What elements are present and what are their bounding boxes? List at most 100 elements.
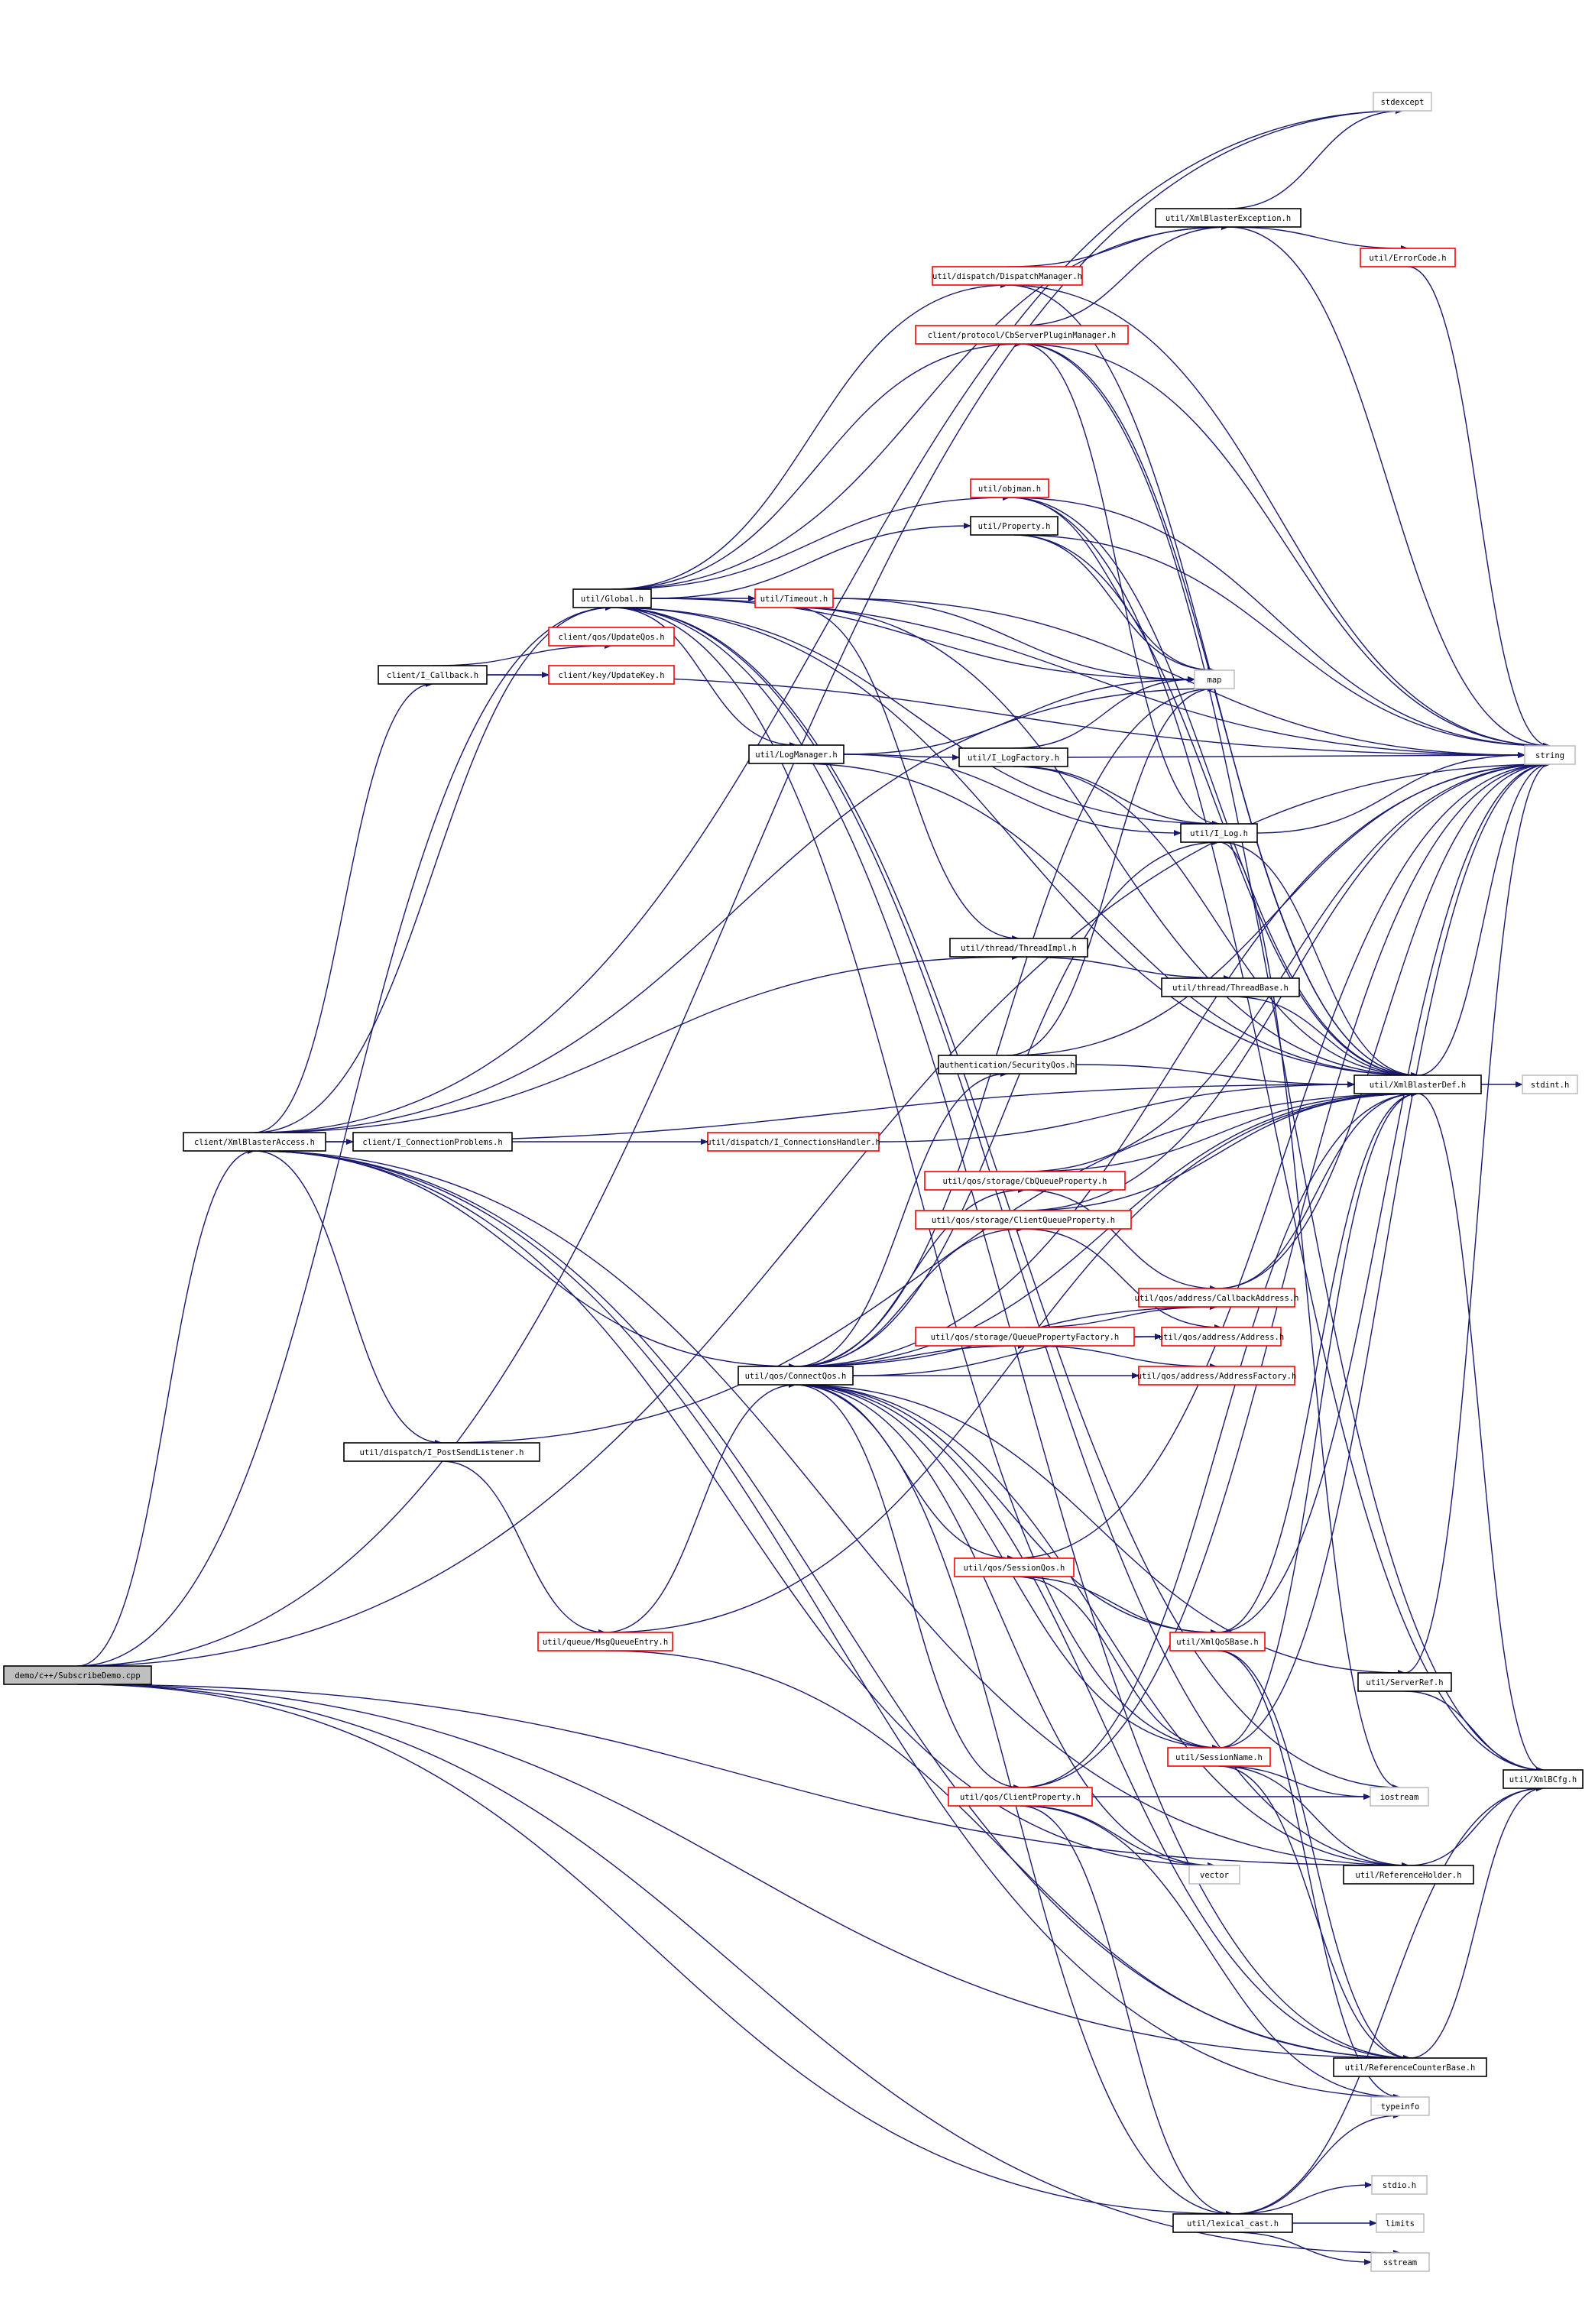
edge-lexicalcast-to-xmlbcfg	[1232, 1785, 1544, 2215]
edge-cbqueueproperty-to-string	[1024, 761, 1551, 1172]
node-sstream[interactable]: sstream	[1370, 2252, 1430, 2272]
edge-global-to-xmlblasterdef	[611, 607, 1418, 1078]
edge-dispatchmanager-to-string	[1007, 284, 1551, 749]
edge-ilog-to-string	[1256, 752, 1525, 834]
node-label: client/protocol/CbServerPluginManager.h	[928, 331, 1117, 340]
edge-ilogfactory-to-ilog	[1013, 766, 1220, 827]
node-root[interactable]: demo/c++/SubscribeDemo.cpp	[3, 1665, 152, 1685]
node-xmlblasterexception[interactable]: util/XmlBlasterException.h	[1155, 208, 1302, 228]
edge-xmlblasteraccess-to-referencecounterbase	[254, 1150, 1411, 2061]
edge-global-to-objman	[611, 494, 1010, 590]
edge-clientproperty-to-string	[1020, 761, 1551, 1788]
edge-connectqos-to-referenceholder	[795, 1384, 1409, 1869]
edge-connectqos-to-xmlqosbase	[795, 1384, 1218, 1635]
node-label: map	[1208, 676, 1222, 685]
node-global[interactable]: util/Global.h	[572, 588, 652, 608]
edge-sessionname-to-iostream	[1218, 1765, 1371, 1800]
node-stdio[interactable]: stdio.h	[1371, 2175, 1428, 2195]
node-typeinfo[interactable]: typeinfo	[1370, 2096, 1430, 2116]
node-queuepropertyfactory[interactable]: util/qos/storage/QueuePropertyFactory.h	[915, 1327, 1135, 1347]
node-threadbase[interactable]: util/thread/ThreadBase.h	[1161, 977, 1300, 997]
node-iconnectionshandler[interactable]: util/dispatch/I_ConnectionsHandler.h	[706, 1132, 880, 1152]
node-label: client/key/UpdateKey.h	[558, 671, 664, 680]
node-iconnectionproblems[interactable]: client/I_ConnectionProblems.h	[352, 1132, 513, 1152]
edge-cbserverpluginmanager-to-xmlblasterdef	[1021, 343, 1418, 1078]
node-map[interactable]: map	[1194, 669, 1235, 689]
node-connectqos[interactable]: util/qos/ConnectQos.h	[738, 1366, 854, 1386]
node-referenceholder[interactable]: util/ReferenceHolder.h	[1343, 1865, 1474, 1885]
node-callbackaddress[interactable]: util/qos/address/CallbackAddress.h	[1135, 1288, 1299, 1308]
node-address[interactable]: util/qos/address/Address.h	[1159, 1327, 1284, 1347]
node-label: util/XmlQoSBase.h	[1176, 1638, 1258, 1647]
node-label: util/dispatch/DispatchManager.h	[932, 272, 1082, 281]
node-updateqos[interactable]: client/qos/UpdateQos.h	[548, 627, 675, 647]
node-cbqueueproperty[interactable]: util/qos/storage/CbQueueProperty.h	[924, 1171, 1126, 1191]
node-label: util/objman.h	[978, 485, 1041, 494]
node-ilogfactory[interactable]: util/I_LogFactory.h	[958, 747, 1068, 767]
node-objman[interactable]: util/objman.h	[970, 478, 1049, 498]
edge-connectqos-to-referencecounterbase	[795, 1384, 1411, 2061]
edge-clientproperty-to-lexicalcast	[1020, 1805, 1234, 2217]
node-label: iostream	[1380, 1793, 1419, 1802]
node-icallback[interactable]: client/I_Callback.h	[378, 665, 488, 685]
node-label: util/I_Log.h	[1190, 829, 1248, 838]
node-referencecounterbase[interactable]: util/ReferenceCounterBase.h	[1333, 2057, 1487, 2077]
edge-xmlblasteraccess-to-icallback	[254, 681, 433, 1133]
node-iostream[interactable]: iostream	[1370, 1787, 1429, 1807]
edge-root-to-referencecounterbase	[77, 1684, 1411, 2061]
node-serverref[interactable]: util/ServerRef.h	[1357, 1672, 1452, 1692]
node-limits[interactable]: limits	[1376, 2213, 1425, 2233]
edge-xmlblasterexception-to-stdexcept	[1227, 108, 1403, 209]
edge-securityqos-to-map	[1007, 686, 1215, 1056]
node-label: typeinfo	[1381, 2102, 1420, 2112]
node-xmlbcfg[interactable]: util/XmlBCfg.h	[1503, 1769, 1584, 1789]
node-label: limits	[1386, 2219, 1415, 2228]
node-errorcode[interactable]: util/ErrorCode.h	[1360, 248, 1456, 267]
node-vector[interactable]: vector	[1188, 1865, 1240, 1885]
node-label: util/XmlBlasterException.h	[1165, 214, 1291, 223]
edge-connectqos-to-serverref	[795, 1384, 1405, 1676]
node-ilog[interactable]: util/I_Log.h	[1180, 823, 1258, 843]
node-logmanager[interactable]: util/LogManager.h	[748, 744, 845, 764]
node-label: util/XmlBlasterDef.h	[1370, 1081, 1466, 1090]
edge-cbserverpluginmanager-to-xmlblasterexception	[1021, 224, 1229, 326]
node-xmlblasteraccess[interactable]: client/XmlBlasterAccess.h	[183, 1132, 326, 1152]
node-clientproperty[interactable]: util/qos/ClientProperty.h	[948, 1787, 1093, 1807]
node-dispatchmanager[interactable]: util/dispatch/DispatchManager.h	[932, 266, 1083, 286]
node-label: util/qos/storage/CbQueueProperty.h	[943, 1177, 1107, 1186]
edge-root-to-lexicalcast	[77, 1684, 1234, 2217]
edge-connectqos-to-vector	[795, 1384, 1215, 1869]
node-msgqueueentry[interactable]: util/queue/MsgQueueEntry.h	[537, 1632, 673, 1651]
node-sessionqos[interactable]: util/qos/SessionQos.h	[954, 1557, 1075, 1577]
node-securityqos[interactable]: authentication/SecurityQos.h	[938, 1055, 1077, 1074]
edge-ilogfactory-to-xmlblasterdef	[1013, 766, 1418, 1078]
edge-errorcode-to-string	[1407, 266, 1551, 749]
edge-sessionqos-to-sessionname	[1013, 1576, 1220, 1751]
node-clientqueueproperty[interactable]: util/qos/storage/ClientQueueProperty.h	[915, 1210, 1132, 1230]
node-addressfactory[interactable]: util/qos/address/AddressFactory.h	[1137, 1366, 1297, 1386]
node-ipostsendlistener[interactable]: util/dispatch/I_PostSendListener.h	[343, 1442, 540, 1462]
node-string[interactable]: string	[1524, 745, 1576, 765]
edge-property-to-string	[1013, 534, 1551, 749]
node-cbserverpluginmanager[interactable]: client/protocol/CbServerPluginManager.h	[915, 325, 1129, 345]
node-stdint[interactable]: stdint.h	[1522, 1074, 1578, 1094]
node-timeout[interactable]: util/Timeout.h	[754, 588, 834, 608]
edge-msgqueueentry-to-xmlblasterdef	[605, 1091, 1418, 1633]
node-updatekey[interactable]: client/key/UpdateKey.h	[548, 665, 675, 685]
node-xmlblasterdef[interactable]: util/XmlBlasterDef.h	[1353, 1074, 1482, 1094]
node-threadimpl[interactable]: util/thread/ThreadImpl.h	[949, 938, 1088, 958]
edge-logmanager-to-xmlblasterdef	[796, 763, 1418, 1078]
node-label: util/SessionName.h	[1175, 1753, 1263, 1762]
edge-timeout-to-map	[832, 598, 1195, 682]
node-stdexcept[interactable]: stdexcept	[1373, 92, 1432, 112]
edge-lexicalcast-to-sstream	[1232, 2232, 1372, 2265]
edge-connectqos-to-sessionqos	[795, 1384, 1015, 1561]
edge-root-to-global	[77, 604, 613, 1667]
edge-root-to-xmlblasteraccess	[77, 1148, 255, 1667]
node-lexicalcast[interactable]: util/lexical_cast.h	[1172, 2213, 1293, 2233]
node-xmlqosbase[interactable]: util/XmlQoSBase.h	[1169, 1632, 1266, 1651]
edge-xmlblasterexception-to-errorcode	[1227, 226, 1409, 251]
node-sessionname[interactable]: util/SessionName.h	[1167, 1747, 1271, 1767]
node-label: client/qos/UpdateQos.h	[558, 633, 664, 642]
node-property[interactable]: util/Property.h	[970, 516, 1058, 536]
